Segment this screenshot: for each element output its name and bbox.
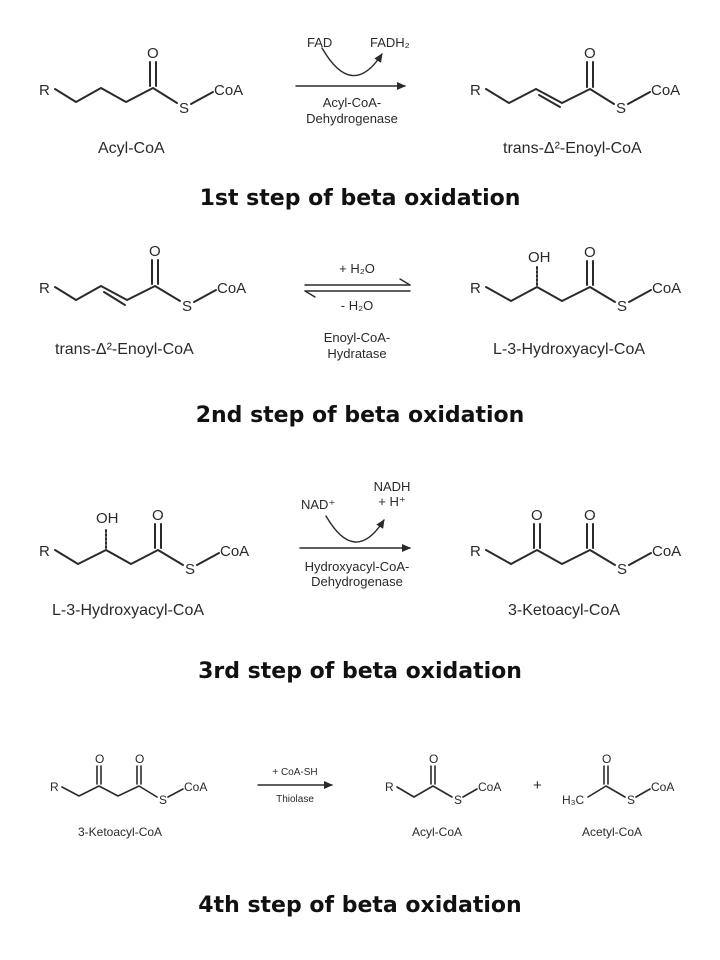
atom-coa: CoA [217, 280, 246, 297]
atom-coa: CoA [214, 82, 243, 99]
step-4: R O O S CoA 3-Ketoacyl-CoA + CoA-SH Thio… [50, 752, 674, 918]
atom-r: R [385, 780, 394, 794]
atom-r: R [39, 543, 50, 560]
atom-s: S [179, 100, 189, 117]
atom-r: R [470, 543, 481, 560]
atom-coa: CoA [651, 82, 680, 99]
compound-name: Acyl-CoA [412, 825, 462, 839]
atom-o: O [584, 45, 596, 62]
enzyme-line1: Enoyl-CoA- [324, 330, 390, 345]
cofactor-out-line1: NADH [374, 479, 411, 494]
step-2: R O S CoA trans-Δ²-Enoyl-CoA + H₂O - H₂O… [39, 243, 681, 428]
atom-o: O [135, 752, 144, 766]
cofactor-in: NAD⁺ [301, 497, 335, 512]
atom-o: O [602, 752, 611, 766]
atom-coa: CoA [478, 780, 501, 794]
atom-s: S [185, 561, 195, 578]
compound-name: Acetyl-CoA [582, 825, 642, 839]
enzyme-line1: Acyl-CoA- [323, 95, 382, 110]
equilibrium-arrow-2: + H₂O - H₂O Enoyl-CoA- Hydratase [304, 261, 411, 361]
atom-coa: CoA [652, 280, 681, 297]
atom-o: O [429, 752, 438, 766]
atom-o: O [147, 45, 159, 62]
atom-r: R [50, 780, 59, 794]
molecule-acyl-coa: R O S CoA [39, 45, 243, 117]
step-title: 1st step of beta oxidation [200, 186, 521, 211]
molecule-hydroxyacyl-coa: R OH O S CoA [39, 507, 249, 578]
molecule-enoyl-coa: R O S CoA [470, 45, 680, 117]
step-title: 4th step of beta oxidation [198, 893, 521, 918]
atom-s: S [454, 793, 462, 807]
atom-coa: CoA [184, 780, 207, 794]
atom-h3c: H₃C [562, 793, 585, 807]
cofactor-out: FADH₂ [370, 35, 410, 50]
reagent: + CoA-SH [272, 767, 317, 778]
atom-oh: OH [96, 510, 119, 527]
molecule-ketoacyl-coa: R O O S CoA [50, 752, 207, 807]
atom-o: O [584, 244, 596, 261]
compound-name: L-3-Hydroxyacyl-CoA [493, 341, 645, 358]
atom-coa: CoA [220, 543, 249, 560]
reverse-reagent: - H₂O [341, 298, 374, 313]
atom-s: S [182, 298, 192, 315]
step-title: 2nd step of beta oxidation [196, 403, 525, 428]
reaction-arrow-4: + CoA-SH Thiolase [257, 767, 333, 805]
compound-name: 3-Ketoacyl-CoA [78, 825, 162, 839]
atom-r: R [39, 82, 50, 99]
atom-s: S [617, 561, 627, 578]
enzyme: Thiolase [276, 794, 314, 805]
compound-name: Acyl-CoA [98, 140, 165, 157]
cofactor-out-line2: + H⁺ [378, 494, 405, 509]
compound-name: 3-Ketoacyl-CoA [508, 602, 620, 619]
atom-o: O [584, 507, 596, 524]
atom-o: O [95, 752, 104, 766]
atom-coa: CoA [651, 780, 674, 794]
compound-name: L-3-Hydroxyacyl-CoA [52, 602, 204, 619]
atom-o: O [149, 243, 161, 260]
molecule-hydroxyacyl-coa: R OH O S CoA [470, 244, 681, 315]
compound-name: trans-Δ²-Enoyl-CoA [503, 140, 642, 157]
molecule-ketoacyl-coa: R O O S CoA [470, 507, 681, 578]
plus-sign: + [533, 777, 542, 794]
atom-oh: OH [528, 249, 551, 266]
forward-reagent: + H₂O [339, 261, 375, 276]
molecule-enoyl-coa: R O S CoA [39, 243, 246, 315]
reaction-arrow-1: FAD FADH₂ Acyl-CoA- Dehydrogenase [295, 35, 410, 126]
step-1: R O S CoA Acyl-CoA FAD FADH₂ Acyl-CoA- D… [39, 35, 680, 211]
atom-r: R [470, 82, 481, 99]
molecule-acyl-coa: R O S CoA [385, 752, 501, 807]
step-3: R OH O S CoA L-3-Hydroxyacyl-CoA NAD⁺ NA… [39, 479, 681, 684]
molecule-acetyl-coa: H₃C O S CoA [562, 752, 674, 807]
atom-r: R [39, 280, 50, 297]
enzyme-line2: Dehydrogenase [311, 574, 403, 589]
atom-s: S [616, 100, 626, 117]
atom-s: S [627, 793, 635, 807]
atom-s: S [159, 793, 167, 807]
atom-r: R [470, 280, 481, 297]
atom-coa: CoA [652, 543, 681, 560]
enzyme-line2: Hydratase [327, 346, 386, 361]
compound-name: trans-Δ²-Enoyl-CoA [55, 341, 194, 358]
atom-o: O [152, 507, 164, 524]
enzyme-line1: Hydroxyacyl-CoA- [305, 559, 410, 574]
atom-s: S [617, 298, 627, 315]
enzyme-line2: Dehydrogenase [306, 111, 398, 126]
cofactor-in: FAD [307, 35, 332, 50]
step-title: 3rd step of beta oxidation [198, 659, 522, 684]
atom-o: O [531, 507, 543, 524]
reaction-arrow-3: NAD⁺ NADH + H⁺ Hydroxyacyl-CoA- Dehydrog… [299, 479, 411, 589]
